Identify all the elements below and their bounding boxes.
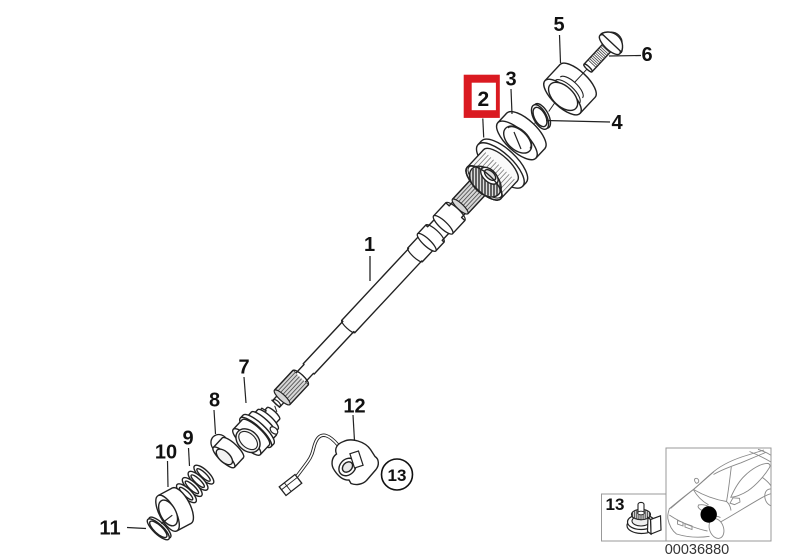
svg-text:6: 6 [641, 44, 652, 66]
svg-text:8: 8 [209, 390, 220, 412]
svg-text:5: 5 [553, 14, 564, 36]
svg-text:11: 11 [99, 518, 120, 540]
svg-text:12: 12 [343, 396, 365, 418]
svg-text:13: 13 [606, 495, 625, 514]
svg-text:13: 13 [388, 466, 407, 485]
svg-text:7: 7 [238, 357, 249, 379]
svg-text:9: 9 [182, 428, 193, 450]
svg-text:1: 1 [364, 234, 375, 256]
svg-text:00036880: 00036880 [665, 542, 730, 558]
svg-text:10: 10 [155, 442, 177, 464]
svg-text:3: 3 [505, 69, 516, 91]
svg-text:2: 2 [477, 88, 489, 111]
svg-text:4: 4 [611, 112, 623, 134]
